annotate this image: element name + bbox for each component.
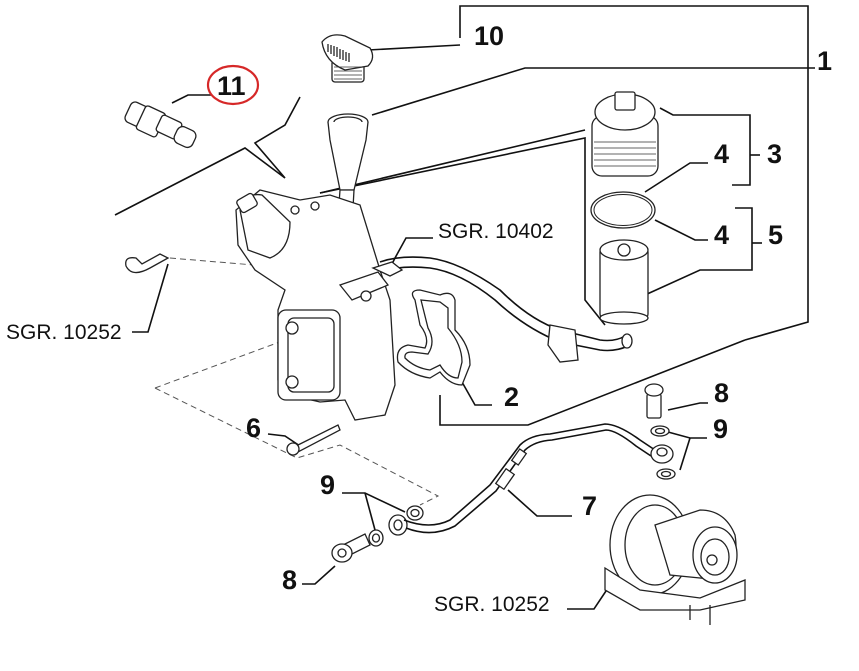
banjo-fitting-right-icon	[650, 444, 674, 464]
callouts: 10 1 11 4 3 4 5 2 6 9 8 8 9 7	[206, 21, 832, 595]
leader-lines	[114, 5, 815, 610]
callout-4-bottom[interactable]: 4	[714, 220, 729, 250]
callout-8-right[interactable]: 8	[714, 378, 729, 408]
filter-housing-icon	[235, 189, 396, 421]
turbocharger-icon	[604, 494, 746, 625]
callout-11[interactable]: 11	[217, 71, 246, 101]
hose-stub-icon	[125, 253, 170, 274]
banjo-bolt-right-icon	[644, 383, 664, 419]
o-ring-icon	[590, 191, 656, 229]
callout-2[interactable]: 2	[504, 382, 519, 412]
oil-feed-pipe-icon	[403, 423, 656, 534]
banjo-fitting-left-icon	[388, 514, 408, 536]
filler-cap-icon	[321, 34, 374, 83]
callout-5[interactable]: 5	[768, 220, 783, 250]
callout-9-right[interactable]: 9	[713, 414, 728, 444]
callout-10[interactable]: 10	[474, 21, 504, 51]
filter-cartridge-icon	[599, 239, 649, 325]
callout-8-left[interactable]: 8	[282, 565, 297, 595]
callout-7[interactable]: 7	[582, 491, 597, 521]
reference-sgr-10252-left[interactable]: SGR. 10252	[6, 321, 122, 344]
highlight-ring	[206, 64, 260, 106]
gasket-icon	[396, 289, 471, 386]
washer-left-icon	[368, 505, 424, 547]
banjo-bolt-left-icon	[331, 533, 371, 563]
oil-pressure-sensor-icon	[124, 101, 197, 149]
washer-right-icon	[650, 425, 676, 480]
filter-cap-icon	[591, 91, 659, 177]
callout-9-left[interactable]: 9	[320, 470, 335, 500]
callout-3[interactable]: 3	[767, 139, 782, 169]
breather-pipe-icon	[371, 256, 633, 363]
callout-6[interactable]: 6	[246, 413, 261, 443]
long-bolt-icon	[286, 424, 341, 456]
group-references: SGR. 10402 SGR. 10252 SGR. 10252	[6, 220, 554, 616]
callout-1[interactable]: 1	[817, 46, 832, 76]
reference-sgr-10402[interactable]: SGR. 10402	[438, 220, 554, 243]
reference-sgr-10252-bottom[interactable]: SGR. 10252	[434, 593, 550, 616]
callout-4-top[interactable]: 4	[714, 139, 729, 169]
